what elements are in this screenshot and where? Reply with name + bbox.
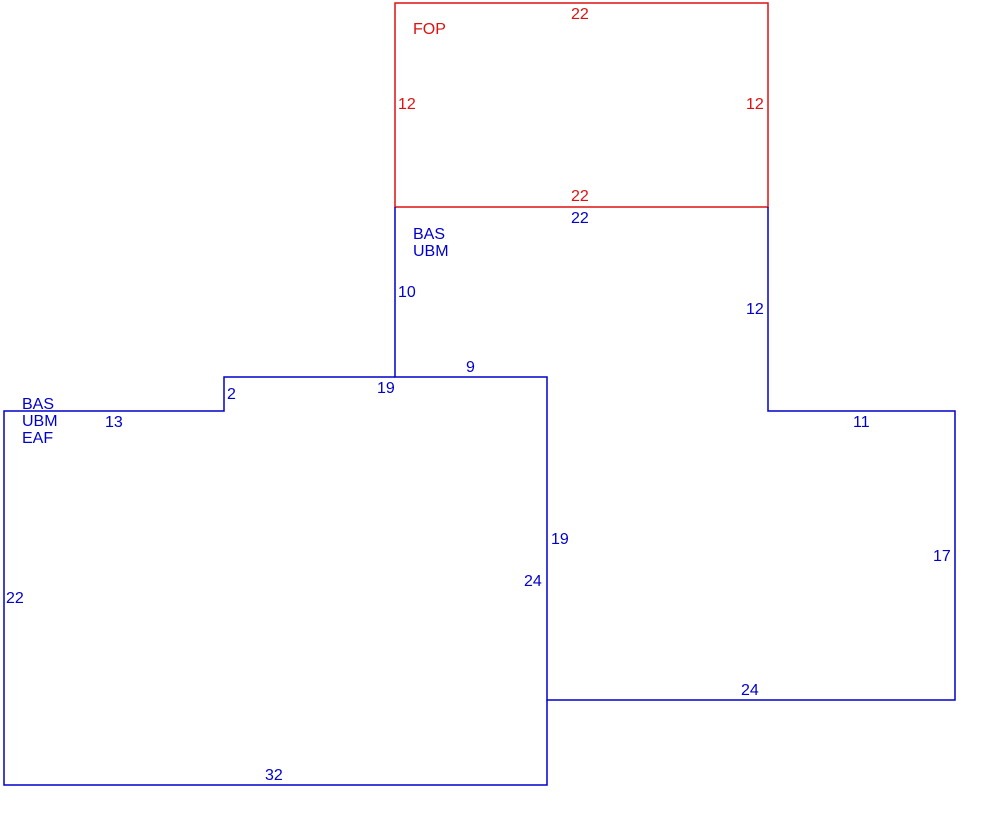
left-dim-inner-right: 24	[524, 573, 542, 590]
fop-outline	[394, 2, 769, 208]
upper-dim-top: 22	[571, 210, 589, 227]
upper-dim-notch-top: 9	[466, 359, 475, 376]
fop-dim-left: 12	[398, 96, 416, 113]
upper-area-label-1: BAS	[413, 226, 445, 243]
left-area-label-2: UBM	[22, 413, 58, 430]
upper-dim-inner-left: 19	[377, 380, 395, 397]
upper-dim-inner-right: 19	[551, 531, 569, 548]
main-outline	[394, 207, 956, 701]
left-area-label-1: BAS	[22, 396, 54, 413]
left-dim-top: 13	[105, 414, 123, 431]
left-dim-step: 2	[227, 386, 236, 403]
upper-area-label-2: UBM	[413, 243, 449, 260]
fop-dim-bottom: 22	[571, 188, 589, 205]
left-area-label-3: EAF	[22, 430, 53, 447]
upper-dim-wing-side: 17	[933, 548, 951, 565]
upper-dim-left: 10	[398, 284, 416, 301]
left-outline	[3, 376, 548, 786]
fop-area-label: FOP	[413, 21, 446, 38]
upper-dim-right: 12	[746, 301, 764, 318]
left-dim-side: 22	[6, 590, 24, 607]
upper-dim-bottom: 24	[741, 682, 759, 699]
left-dim-bottom: 32	[265, 767, 283, 784]
upper-dim-wing-top: 11	[853, 414, 870, 431]
fop-dim-top: 22	[571, 6, 589, 23]
fop-dim-right: 12	[746, 96, 764, 113]
